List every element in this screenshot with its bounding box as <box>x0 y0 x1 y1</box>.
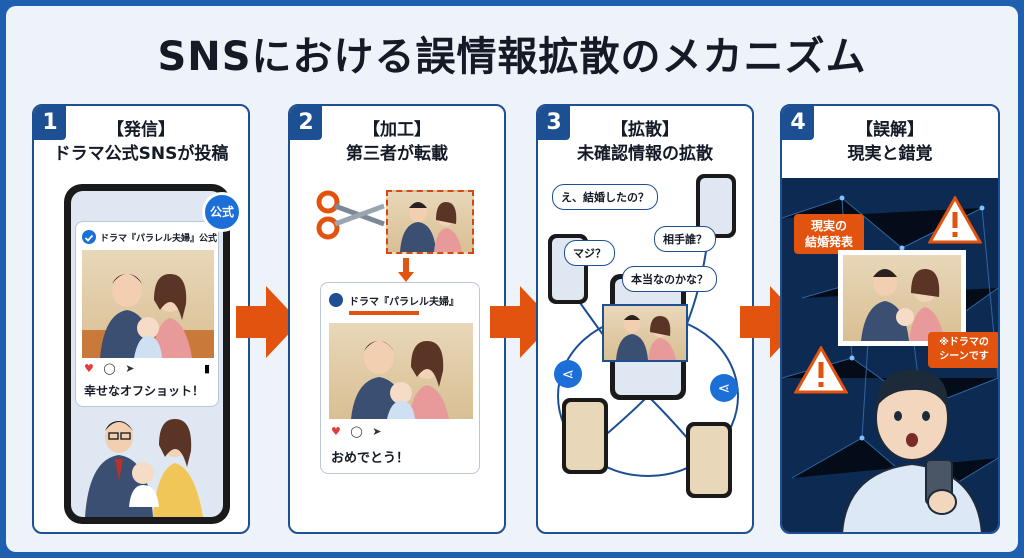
speech-bubble: マジ？ <box>564 240 615 266</box>
phone-right-top <box>696 174 736 238</box>
warning-icon <box>794 346 848 394</box>
arrow-right-icon <box>236 286 300 358</box>
panel-subheading: ドラマ公式SNSが投稿 <box>53 144 229 164</box>
post-caption: おめでとう！ <box>331 451 410 466</box>
phone-illustration: ドラマ『パラレル夫婦』公式 <box>64 184 242 524</box>
avatar-icon <box>329 293 343 307</box>
account-name: ドラマ『パラレル夫婦』公式 <box>100 234 218 244</box>
post-action-row: ♥ ◯ ➤ <box>331 425 381 438</box>
drama-scene-label: ※ドラマの シーンです <box>928 332 998 368</box>
page: SNSにおける誤情報拡散のメカニズム 1 【発信】 ドラマ公式SNSが投稿 ドラ… <box>6 6 1018 552</box>
offshot-illustration <box>71 411 223 517</box>
heart-icon[interactable]: ♥ <box>331 425 341 438</box>
cropped-photo <box>386 190 474 254</box>
phone-screen: ドラマ『パラレル夫婦』公式 <box>71 191 223 517</box>
speech-bubble: 相手誰？ <box>654 226 716 252</box>
panel-heading: 【誤解】 <box>856 120 924 140</box>
underline-mark <box>349 311 419 315</box>
reposted-photo <box>329 323 473 419</box>
panel-title: 【発信】 ドラマ公式SNSが投稿 <box>34 118 248 166</box>
panel-number: 3 <box>538 106 570 140</box>
panel-number: 2 <box>290 106 322 140</box>
arrow-right-icon <box>490 286 554 358</box>
panel-heading: 【拡散】 <box>611 120 679 140</box>
share-icon[interactable]: ➤ <box>125 362 135 375</box>
panel-title: 【誤解】 現実と錯覚 <box>782 118 998 166</box>
reality-label: 現実の 結婚発表 <box>794 214 864 254</box>
share-network-icon: ⋖ <box>554 360 582 388</box>
panel-number: 4 <box>782 106 814 140</box>
panel-1-publish: 1 【発信】 ドラマ公式SNSが投稿 ドラマ『パラレル夫婦』公式 <box>32 104 250 534</box>
panel-heading: 【発信】 <box>107 120 175 140</box>
shared-photo <box>602 304 688 362</box>
share-icon[interactable]: ➤ <box>372 425 382 438</box>
post-action-row: ♥ ◯ ➤ <box>84 362 134 375</box>
panel-2-process: 2 【加工】 第三者が転載 <box>288 104 506 534</box>
arrow-down-icon <box>398 258 414 282</box>
comment-icon[interactable]: ◯ <box>350 425 363 438</box>
speech-bubble: え、結婚したの？ <box>552 184 658 210</box>
panel-subheading: 第三者が転載 <box>346 144 448 164</box>
panel-title: 【加工】 第三者が転載 <box>290 118 504 166</box>
panel-heading: 【加工】 <box>363 120 431 140</box>
bookmark-icon[interactable]: ▮ <box>203 362 210 375</box>
arrow-right-icon <box>740 286 804 358</box>
repost-card: ドラマ『パラレル夫婦』 ♥ ◯ ➤ おめでとう！ <box>320 282 480 474</box>
panel-number: 1 <box>34 106 66 140</box>
panel-subheading: 未確認情報の拡散 <box>577 144 713 164</box>
heart-icon[interactable]: ♥ <box>84 362 94 375</box>
panel-4-misunderstanding: 4 【誤解】 現実と錯覚 <box>780 104 1000 534</box>
comment-icon[interactable]: ◯ <box>103 362 116 375</box>
page-title: SNSにおける誤情報拡散のメカニズム <box>157 34 867 80</box>
framed-photo <box>838 250 966 346</box>
surprised-person <box>842 369 982 532</box>
phone-bottom-right <box>686 422 732 498</box>
panel-subheading: 現実と錯覚 <box>847 144 933 164</box>
official-post-card: ドラマ『パラレル夫婦』公式 <box>75 221 219 407</box>
warning-icon <box>928 196 982 244</box>
account-name: ドラマ『パラレル夫婦』 <box>349 297 459 308</box>
post-caption: 幸せなオフショット！ <box>84 384 205 398</box>
phone-bottom-left <box>562 398 608 474</box>
scissors-icon <box>316 190 385 240</box>
panel-title: 【拡散】 未確認情報の拡散 <box>538 118 752 166</box>
family-photo <box>82 250 214 358</box>
speech-bubble: 本当なのかな？ <box>622 266 717 292</box>
official-badge: 公式 <box>202 192 242 232</box>
share-network-icon: ⋖ <box>710 374 738 402</box>
checkmark-icon <box>82 230 96 244</box>
panel-3-spread: 3 【拡散】 未確認情報の拡散 <box>536 104 754 534</box>
